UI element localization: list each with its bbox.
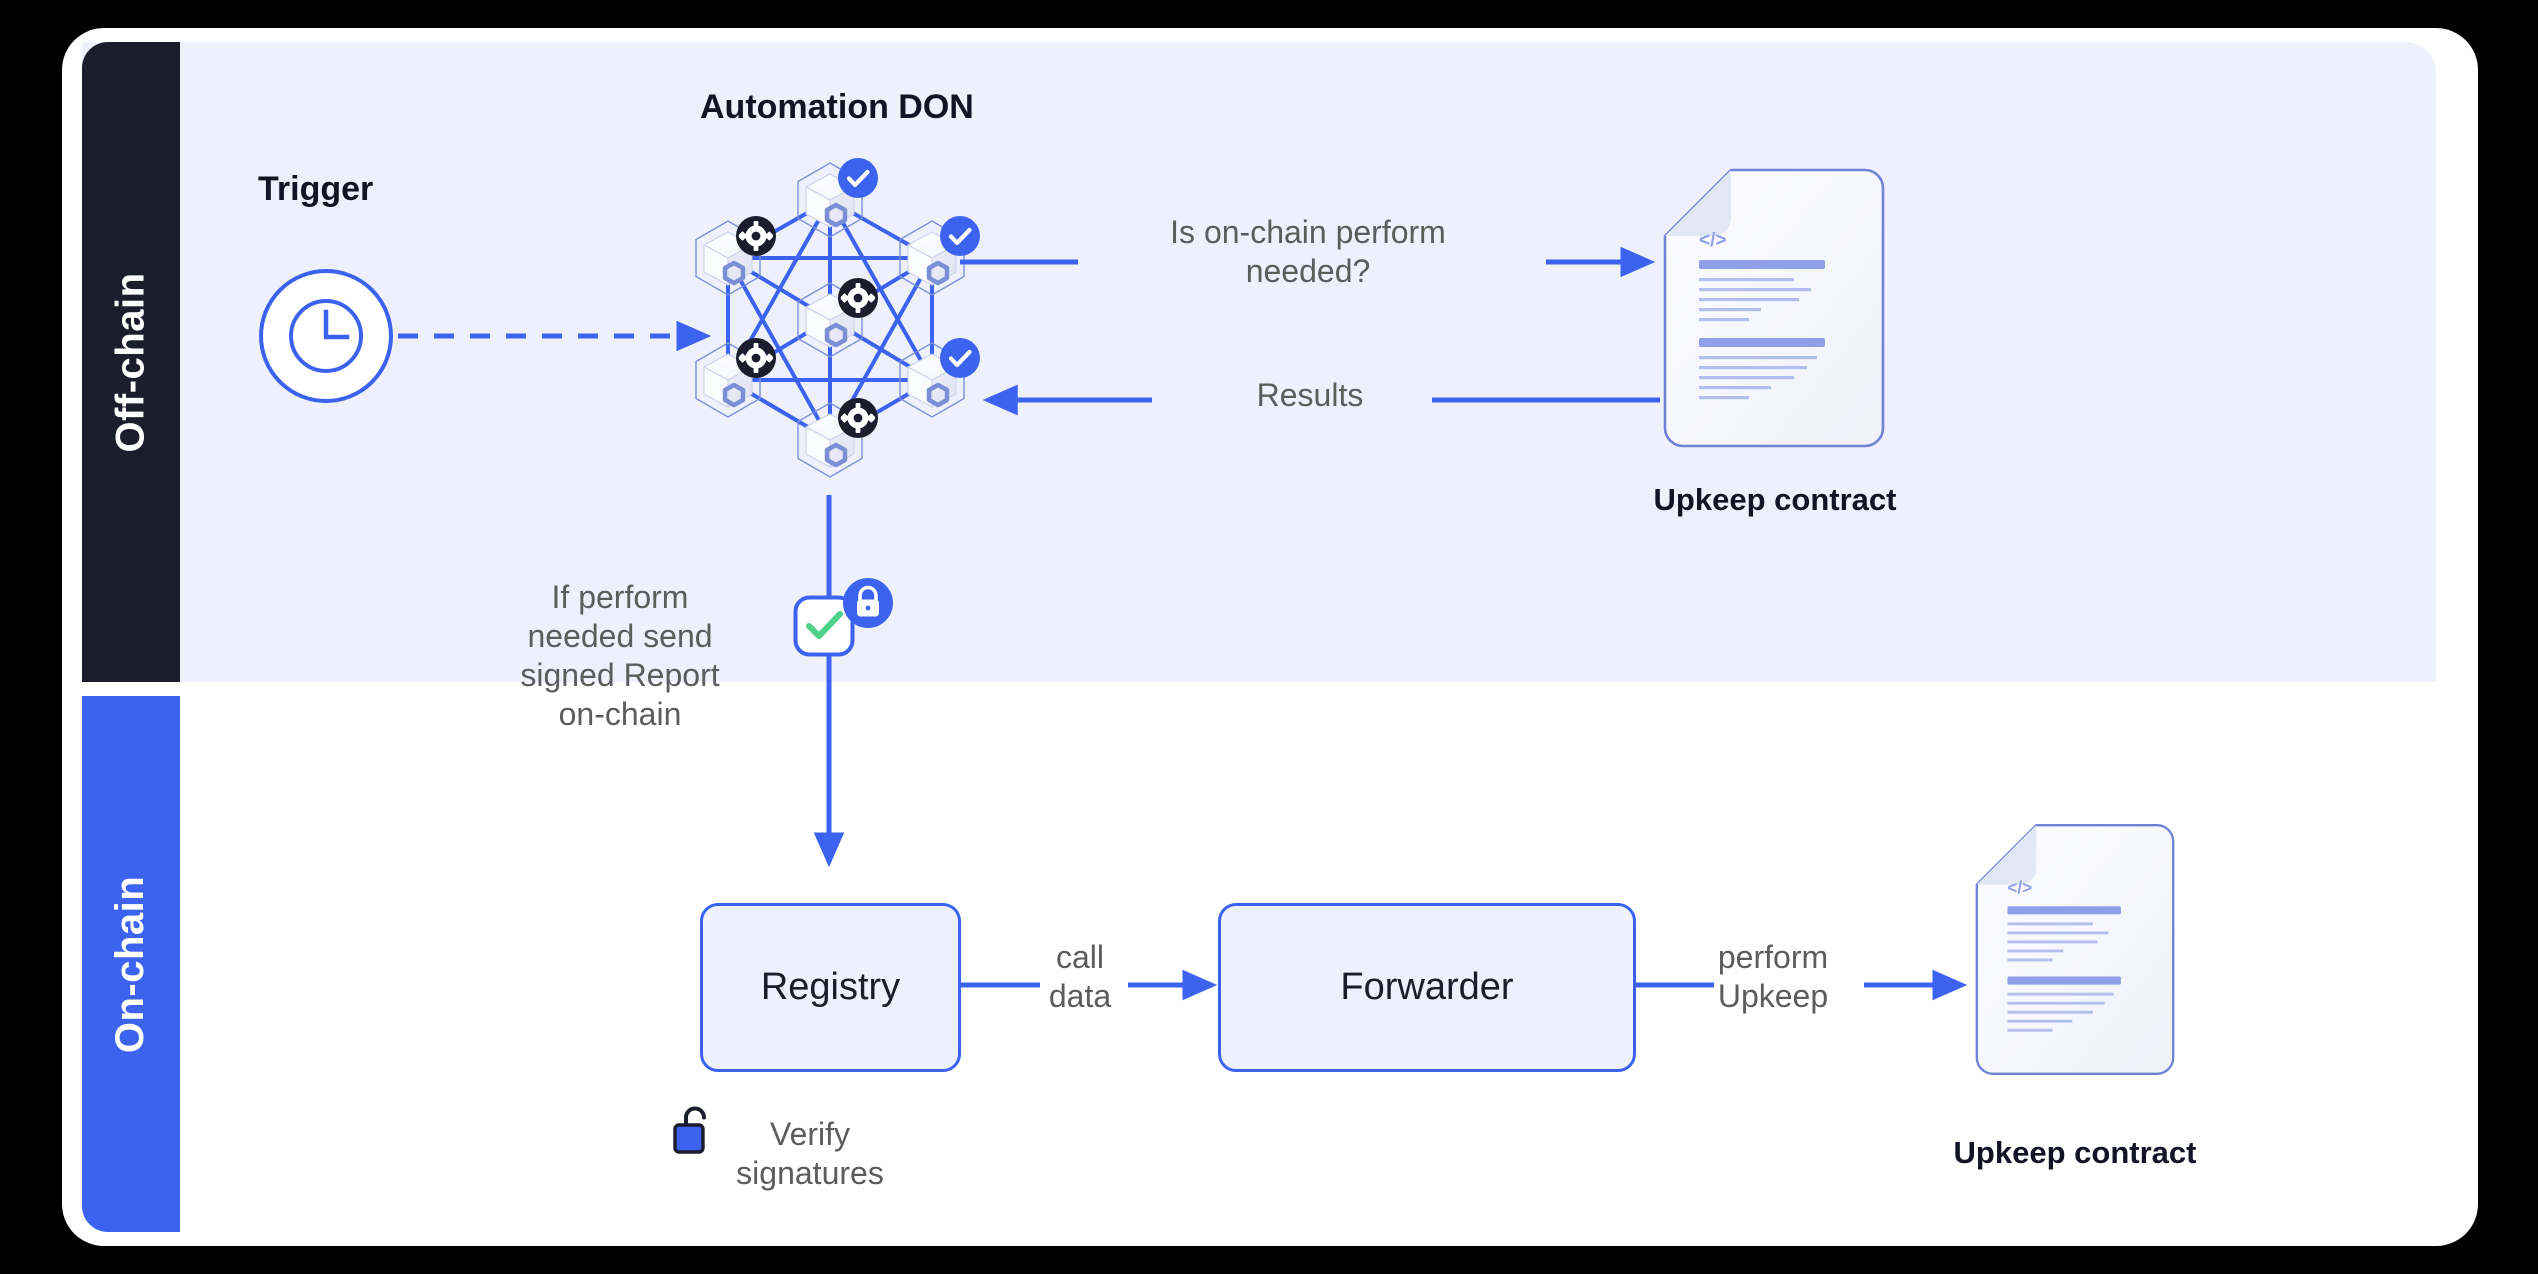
don-node-badge-gear bbox=[736, 216, 776, 256]
verify-signatures-label: Verify signatures bbox=[736, 1116, 884, 1192]
don-node-badge-gear bbox=[838, 398, 878, 438]
code-glyph: </> bbox=[1699, 230, 1726, 251]
rail-off-chain-label: Off-chain bbox=[108, 271, 153, 453]
registry-box[interactable]: Registry bbox=[700, 903, 961, 1072]
offchain-region bbox=[82, 42, 2436, 682]
automation-don-network bbox=[660, 140, 1000, 500]
clock-icon bbox=[259, 269, 393, 403]
don-node-badge-check bbox=[940, 216, 980, 256]
don-node-badge-check bbox=[940, 338, 980, 378]
forwarder-box[interactable]: Forwarder bbox=[1218, 903, 1636, 1072]
trigger-title: Trigger bbox=[258, 170, 374, 208]
code-glyph: </> bbox=[2007, 879, 2032, 898]
don-node-badge-check bbox=[838, 158, 878, 198]
lock-open-icon bbox=[673, 1106, 706, 1154]
don-node-badge-gear bbox=[736, 338, 776, 378]
don-title: Automation DON bbox=[700, 88, 974, 126]
check-icon bbox=[806, 611, 843, 639]
don-node-badge-gear bbox=[838, 278, 878, 318]
forwarder-label: Forwarder bbox=[1340, 966, 1514, 1008]
edge-label-results: Results bbox=[1256, 377, 1364, 413]
edge-label-perform-upkeep: perform Upkeep bbox=[1717, 939, 1829, 1015]
rail-on-chain-label: On-chain bbox=[108, 875, 153, 1053]
rail-on-chain: On-chain bbox=[82, 696, 180, 1232]
signed-report-badge bbox=[793, 595, 855, 657]
upkeep-contract-doc-onchain: </> bbox=[1975, 824, 2175, 1075]
edge-label-is-perform-needed: Is on-chain perform needed? bbox=[1170, 214, 1446, 290]
edge-label-call-data: call data bbox=[1048, 939, 1112, 1015]
registry-label: Registry bbox=[760, 966, 901, 1008]
upkeep-contract-caption-offchain: Upkeep contract bbox=[1653, 482, 1897, 517]
upkeep-contract-caption-onchain: Upkeep contract bbox=[1953, 1135, 2197, 1170]
upkeep-contract-doc-offchain: </> bbox=[1663, 168, 1885, 448]
rail-off-chain: Off-chain bbox=[82, 42, 180, 682]
lock-closed-icon bbox=[843, 578, 893, 628]
edge-label-signed-report: If perform needed send signed Report on-… bbox=[520, 579, 720, 733]
